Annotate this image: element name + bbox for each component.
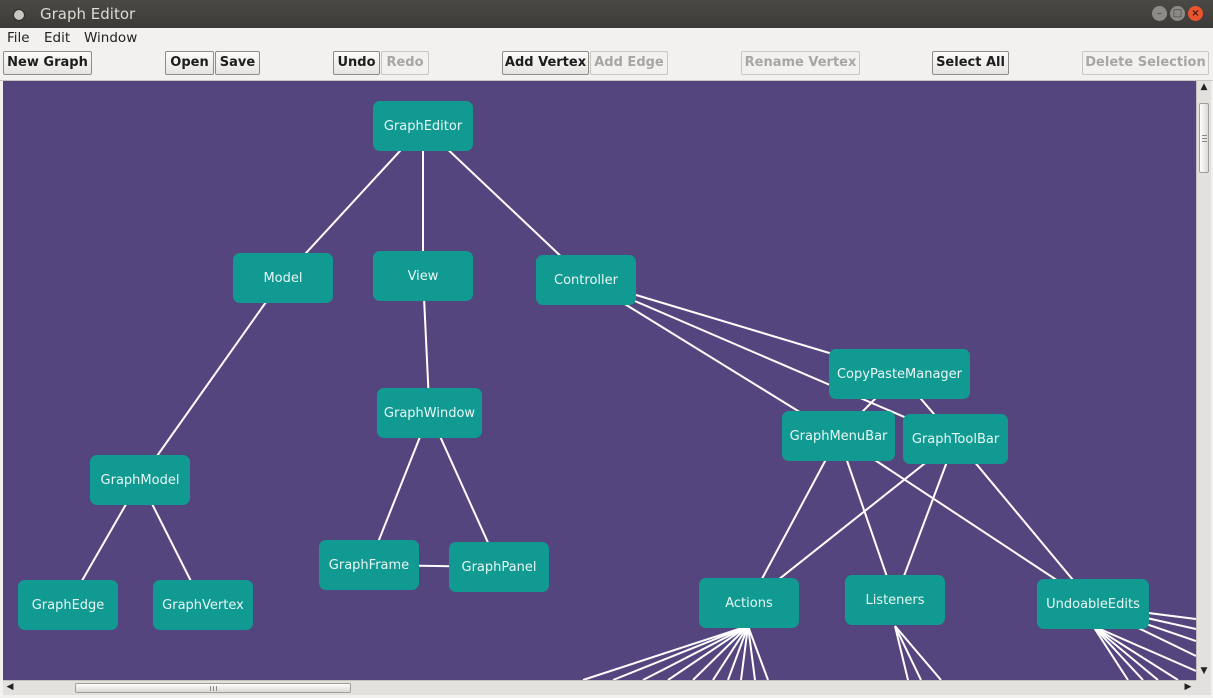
vertex-graphtoolbar[interactable]: GraphToolBar [903, 414, 1008, 464]
edge-graphmenubar-actions[interactable] [748, 435, 840, 604]
edge-model-graphmodel[interactable] [139, 277, 284, 481]
edge-undoableedits-offscreen [1092, 625, 1144, 680]
vertex-undoableedits[interactable]: UndoableEdits [1037, 579, 1149, 629]
scroll-left-icon[interactable]: ◀ [6, 682, 14, 692]
scroll-right-icon[interactable]: ▶ [1184, 682, 1192, 692]
vertical-scroll-thumb[interactable] [1199, 103, 1209, 173]
undo-button[interactable]: Undo [333, 51, 380, 75]
menu-edit[interactable]: Edit [44, 30, 71, 46]
edge-listeners-offscreen [894, 625, 942, 680]
menu-file[interactable]: File [7, 30, 30, 46]
vertex-actions[interactable]: Actions [699, 578, 799, 628]
edge-actions-offscreen [642, 625, 749, 680]
window-title: Graph Editor [40, 5, 136, 23]
vertex-graphframe[interactable]: GraphFrame [319, 540, 419, 590]
edge-undoableedits-offscreen [1092, 625, 1129, 680]
select-all-button[interactable]: Select All [932, 51, 1009, 75]
vertex-view[interactable]: View [373, 251, 473, 301]
vertex-listeners[interactable]: Listeners [845, 575, 945, 625]
edge-controller-graphtoolbar[interactable] [585, 279, 956, 440]
edge-graphtoolbar-actions[interactable] [748, 438, 957, 604]
horizontal-scrollbar[interactable]: ◀ ▶ [3, 680, 1196, 695]
edge-actions-offscreen [740, 625, 749, 680]
vertex-graphedge[interactable]: GraphEdge [18, 580, 118, 630]
vertex-model[interactable]: Model [233, 253, 333, 303]
menu-window[interactable]: Window [84, 30, 138, 46]
edge-actions-offscreen [727, 625, 749, 680]
redo-button[interactable]: Redo [381, 51, 429, 75]
vertex-graphmodel[interactable]: GraphModel [90, 455, 190, 505]
graph-canvas[interactable]: GraphEditor Model View Controller GraphW… [3, 81, 1196, 680]
save-button[interactable]: Save [215, 51, 260, 75]
edge-actions-offscreen [667, 625, 749, 680]
minimize-icon[interactable]: – [1152, 6, 1167, 21]
edge-actions-offscreen [582, 625, 749, 680]
edge-grapheditor-model[interactable] [282, 125, 424, 279]
delete-selection-button[interactable]: Delete Selection [1082, 51, 1209, 75]
edge-actions-offscreen [747, 625, 756, 680]
scroll-corner [1196, 680, 1211, 695]
app-icon [13, 9, 25, 21]
vertex-grapheditor[interactable]: GraphEditor [373, 101, 473, 151]
maximize-icon[interactable]: □ [1170, 6, 1185, 21]
edge-actions-offscreen [747, 625, 769, 680]
offscreen-edges [582, 605, 1196, 680]
horizontal-scroll-thumb[interactable] [75, 683, 351, 693]
menu-bar: File Edit Window [0, 28, 1213, 48]
edge-undoableedits-offscreen [1092, 625, 1179, 680]
vertex-controller[interactable]: Controller [536, 255, 636, 305]
rename-vertex-button[interactable]: Rename Vertex [741, 51, 860, 75]
vertex-graphpanel[interactable]: GraphPanel [449, 542, 549, 592]
edge-actions-offscreen [612, 625, 749, 680]
edge-undoableedits-offscreen [1092, 625, 1196, 672]
vertical-scrollbar[interactable]: ▲ ▼ [1196, 81, 1211, 680]
edge-controller-graphmenubar[interactable] [585, 279, 840, 437]
scroll-down-icon[interactable]: ▼ [1200, 666, 1208, 676]
edge-listeners-offscreen [894, 625, 922, 680]
edge-grapheditor-controller[interactable] [422, 125, 587, 281]
toolbar: New Graph Open Save Undo Redo Add Vertex… [0, 48, 1213, 81]
add-vertex-button[interactable]: Add Vertex [502, 51, 589, 75]
edge-graphmenubar-listeners[interactable] [837, 435, 896, 601]
edge-listeners-offscreen [894, 625, 909, 680]
edge-undoableedits-offscreen [1092, 625, 1159, 680]
edge-actions-offscreen [692, 625, 749, 680]
vertex-graphvertex[interactable]: GraphVertex [153, 580, 253, 630]
vertex-graphwindow[interactable]: GraphWindow [377, 388, 482, 438]
vertex-copypastemanager[interactable]: CopyPasteManager [829, 349, 970, 399]
edge-graphwindow-graphpanel[interactable] [428, 412, 500, 568]
add-edge-button[interactable]: Add Edge [590, 51, 668, 75]
close-icon[interactable]: × [1188, 6, 1203, 21]
title-bar: Graph Editor – □ × [0, 0, 1213, 28]
edge-actions-offscreen [712, 625, 749, 680]
vertex-graphmenubar[interactable]: GraphMenuBar [782, 411, 895, 461]
open-button[interactable]: Open [165, 51, 214, 75]
edge-graphwindow-graphframe[interactable] [368, 412, 431, 566]
edge-graphmenubar-undoableedits[interactable] [837, 435, 1094, 605]
edge-graphtoolbar-listeners[interactable] [894, 438, 957, 601]
edge-graphtoolbar-undoableedits[interactable] [954, 438, 1094, 605]
scroll-up-icon[interactable]: ▲ [1200, 82, 1208, 92]
new-graph-button[interactable]: New Graph [3, 51, 92, 75]
